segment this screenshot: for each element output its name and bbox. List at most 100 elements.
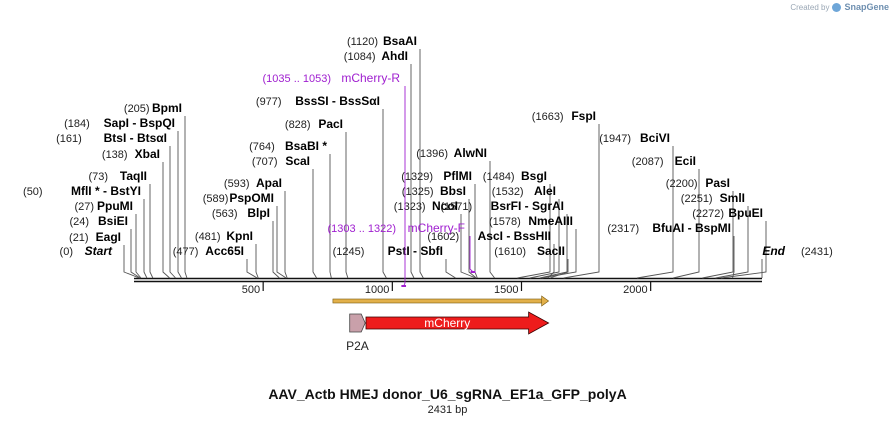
site-position: (1571) (440, 201, 472, 213)
site-position: (24) (69, 216, 89, 228)
site-name: BtsI - BtsαI (104, 131, 167, 145)
snapgene-watermark: Created by SnapGene (790, 2, 889, 12)
site-name: BpmI (152, 101, 182, 115)
site-name: EagI (96, 230, 121, 244)
site-position: (73) (88, 171, 108, 183)
site-name: PasI (705, 176, 730, 190)
site-leader-line (549, 259, 569, 279)
site-name: EciI (675, 154, 696, 168)
site-name: BfuAI - BspMI (652, 221, 731, 235)
plasmid-length: 2431 bp (427, 404, 468, 416)
site-position: (1325) (402, 186, 434, 198)
site-position: (2431) (801, 246, 833, 258)
site-leader-line (184, 116, 188, 279)
site-position: (2272) (692, 208, 724, 220)
site-position: (1602) (427, 231, 459, 243)
site-leader-line (460, 214, 476, 279)
created-by-text: Created by (790, 2, 830, 12)
site-leader-line (541, 229, 577, 279)
site-position: (477) (173, 246, 199, 258)
plasmid-title: AAV_Actb HMEJ donor_U6_sgRNA_EF1a_GFP_po… (268, 386, 627, 402)
primer-range: (1303 .. 1322) (328, 223, 397, 235)
primer-range: (1035 .. 1053) (263, 73, 332, 85)
feature-p2a-arrow (349, 313, 366, 333)
site-name: NmeAIII (528, 214, 573, 228)
site-name: SapI - BspQI (104, 116, 175, 130)
site-leader-line (272, 221, 280, 279)
snapgene-logo-icon (832, 2, 842, 12)
site-position: (0) (60, 246, 73, 258)
site-leader-line (547, 244, 555, 279)
site-leader-line (312, 169, 318, 279)
site-leader-line (445, 259, 456, 279)
site-position: (563) (212, 208, 238, 220)
site-name: PstI - SbfI (388, 244, 443, 258)
site-name: ScaI (285, 154, 310, 168)
site-name: BbsI (440, 184, 466, 198)
site-position: (184) (64, 118, 90, 130)
site-name: PacI (318, 117, 343, 131)
site-position: (589) (203, 193, 229, 205)
site-name: NcoI (432, 199, 458, 213)
site-leader-line (169, 146, 176, 279)
site-leader-line (284, 191, 288, 279)
axis-tick-label: 1500 (494, 284, 518, 296)
feature-mcherry-arrow (365, 311, 550, 335)
site-name: AlwNI (454, 146, 487, 160)
orf-arrowhead (541, 295, 550, 307)
site-leader-line (149, 184, 154, 279)
site-leader-line (517, 184, 551, 279)
site-leader-line (143, 199, 148, 279)
site-name: BsaBI * (285, 139, 327, 153)
axis-tick-label: 1000 (365, 284, 389, 296)
site-leader-line (123, 245, 140, 279)
site-leader-line (673, 169, 700, 279)
site-name: Acc65I (205, 244, 244, 258)
site-position: (1484) (483, 171, 515, 183)
site-name: FspI (571, 109, 596, 123)
site-leader-line (419, 49, 424, 279)
site-leader-line (702, 191, 734, 279)
site-name: PpuMI (97, 199, 133, 213)
site-name: SmlI (720, 191, 745, 205)
site-position: (764) (249, 141, 275, 153)
site-leader-line (529, 199, 560, 279)
site-name: PspOMI (229, 191, 274, 205)
site-leader-line (246, 259, 258, 279)
site-leader-line (329, 154, 332, 279)
site-position: (1245) (333, 246, 365, 258)
site-leader-line (720, 221, 767, 279)
site-leader-line (563, 124, 600, 279)
site-position: (1323) (394, 201, 426, 213)
axis-tick-label: 500 (242, 284, 260, 296)
primer-name: mCherry-R (341, 71, 400, 85)
site-position: (1396) (416, 148, 448, 160)
site-name: BsgI (521, 169, 547, 183)
site-position: (481) (195, 231, 221, 243)
site-position: (707) (252, 156, 278, 168)
site-name: BpuEI (728, 206, 763, 220)
site-position: (2251) (681, 193, 713, 205)
site-position: (2087) (632, 156, 664, 168)
site-position: (2200) (666, 178, 698, 190)
site-leader-line (468, 199, 477, 279)
site-position: (27) (74, 201, 94, 213)
site-leader-line (489, 161, 495, 279)
orf-bar (332, 298, 543, 304)
site-name: BlpI (247, 206, 270, 220)
site-position: (1578) (489, 216, 521, 228)
site-leader-line (276, 206, 287, 279)
site-position: (1120) (347, 36, 378, 48)
site-position: (1947) (599, 133, 631, 145)
site-name: End (762, 244, 785, 258)
axis-tick-label: 2000 (623, 284, 647, 296)
site-position: (828) (285, 119, 311, 131)
site-position: (205) (124, 103, 150, 115)
site-position: (21) (69, 232, 89, 244)
site-position: (1610) (494, 246, 526, 258)
site-leader-line (410, 64, 415, 279)
site-position: (1663) (532, 111, 564, 123)
site-position: (50) (23, 186, 43, 198)
site-name: BciVI (640, 131, 670, 145)
site-position: (1329) (401, 171, 433, 183)
